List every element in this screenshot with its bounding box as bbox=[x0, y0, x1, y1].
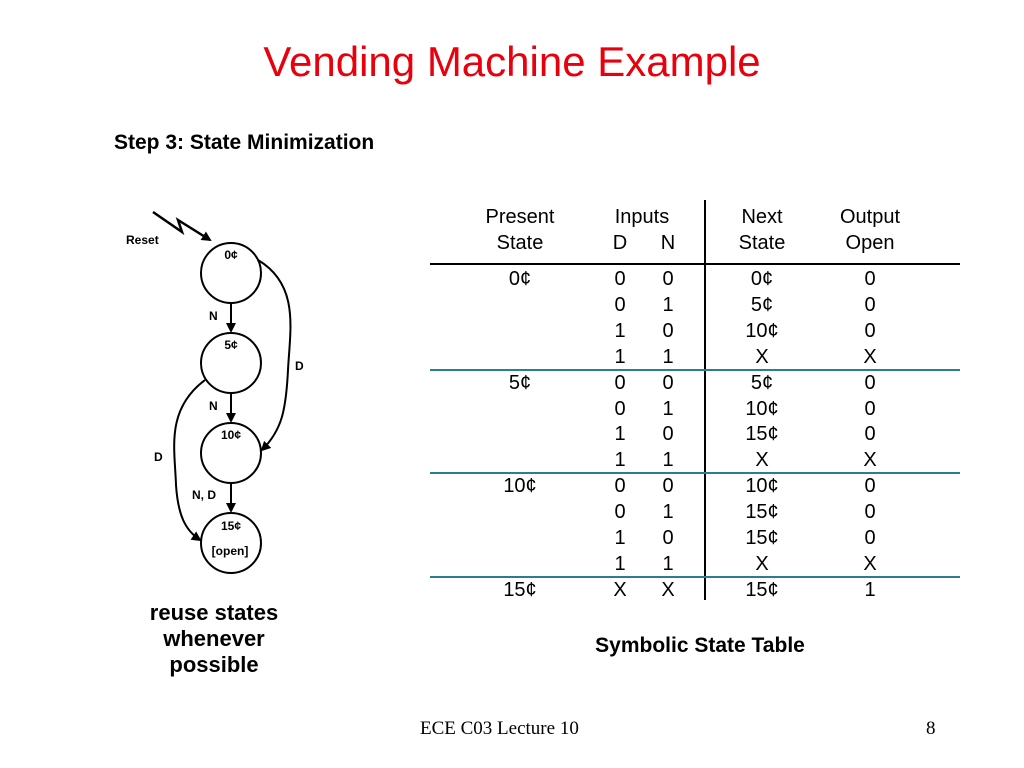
page-number: 8 bbox=[926, 718, 936, 739]
cell-next-state: 15¢ bbox=[745, 423, 779, 446]
cell-input-d: X bbox=[613, 578, 627, 601]
cell-present-state: 0¢ bbox=[508, 268, 532, 290]
note-line: whenever bbox=[163, 626, 265, 651]
cell-next-state: X bbox=[755, 552, 769, 575]
cell-next-state: X bbox=[755, 449, 769, 472]
cell-output-open: 0 bbox=[864, 268, 876, 290]
table-caption: Symbolic State Table bbox=[595, 634, 805, 657]
footer-course: ECE C03 Lecture 10 bbox=[420, 718, 579, 739]
note-line: reuse states bbox=[149, 600, 279, 625]
cell-output-open: X bbox=[863, 552, 877, 575]
cell-input-d: 1 bbox=[614, 345, 626, 368]
cell-output-open: 1 bbox=[864, 578, 876, 601]
cell-output-open: X bbox=[863, 345, 877, 368]
edge-label-n2: N bbox=[209, 399, 218, 413]
reset-arrow bbox=[152, 210, 212, 242]
cell-output-open: X bbox=[863, 449, 877, 472]
edge-0c-10c-d bbox=[257, 259, 292, 452]
header-present-state: State bbox=[496, 232, 544, 254]
cell-next-state: 0¢ bbox=[750, 268, 774, 290]
cell-output-open: 0 bbox=[864, 501, 876, 524]
slide-subtitle: Step 3: State Minimization bbox=[114, 131, 375, 154]
cell-next-state: 5¢ bbox=[750, 371, 774, 394]
group-divider bbox=[430, 575, 960, 578]
cell-next-state: 5¢ bbox=[750, 293, 774, 316]
header-output-open: Open bbox=[845, 232, 895, 254]
cell-input-n: 1 bbox=[662, 345, 674, 368]
cell-input-d: 0 bbox=[614, 293, 626, 316]
cell-input-n: 1 bbox=[662, 552, 674, 575]
cell-input-d: 1 bbox=[614, 552, 626, 575]
state-label-10c: 10¢ bbox=[221, 428, 241, 442]
cell-input-n: 0 bbox=[662, 371, 674, 394]
cell-input-d: 0 bbox=[614, 371, 626, 394]
cell-input-n: 1 bbox=[662, 397, 674, 420]
inputs-outputs-divider bbox=[704, 200, 706, 600]
state-label-15c: 15¢ bbox=[221, 519, 241, 533]
cell-output-open: 0 bbox=[864, 475, 876, 498]
state-output-open: [open] bbox=[212, 544, 249, 558]
header-output: Output bbox=[839, 206, 901, 228]
cell-input-n: 0 bbox=[662, 423, 674, 446]
edge-label-d-right: D bbox=[295, 359, 304, 373]
cell-output-open: 0 bbox=[864, 527, 876, 549]
state-label-0c: 0¢ bbox=[224, 248, 238, 262]
cell-next-state: 10¢ bbox=[745, 319, 779, 342]
reuse-states-note: reuse states whenever possible bbox=[104, 600, 324, 678]
cell-output-open: 0 bbox=[864, 371, 876, 394]
cell-input-d: 0 bbox=[614, 268, 626, 290]
cell-input-n: 0 bbox=[662, 268, 674, 290]
cell-input-d: 0 bbox=[614, 475, 626, 498]
slide-title: Vending Machine Example bbox=[263, 38, 761, 85]
cell-next-state: 15¢ bbox=[745, 527, 779, 549]
cell-input-d: 1 bbox=[614, 423, 626, 446]
header-present: Present bbox=[485, 206, 555, 228]
cell-input-n: 0 bbox=[662, 527, 674, 549]
cell-input-d: 1 bbox=[614, 527, 626, 549]
cell-present-state: 10¢ bbox=[503, 475, 537, 498]
cell-input-n: X bbox=[661, 578, 675, 601]
note-line: possible bbox=[169, 652, 259, 677]
header-next-state: State bbox=[738, 232, 786, 254]
cell-input-d: 1 bbox=[614, 319, 626, 342]
header-next: Next bbox=[741, 206, 783, 228]
state-label-5c: 5¢ bbox=[224, 338, 238, 352]
cell-input-n: 0 bbox=[662, 475, 674, 498]
edge-label-d-left: D bbox=[154, 450, 163, 464]
cell-input-n: 1 bbox=[662, 293, 674, 316]
reset-label: Reset bbox=[126, 233, 159, 247]
cell-input-d: 1 bbox=[614, 449, 626, 472]
header-input-d: D bbox=[612, 232, 628, 254]
state-diagram: Reset 0¢ 5¢ 10¢ 15¢ [open] N N N, D D D bbox=[126, 210, 304, 574]
cell-next-state: 10¢ bbox=[745, 397, 779, 420]
cell-present-state: 15¢ bbox=[503, 578, 537, 601]
cell-output-open: 0 bbox=[864, 319, 876, 342]
cell-next-state: 15¢ bbox=[745, 578, 779, 601]
cell-output-open: 0 bbox=[864, 397, 876, 420]
header-inputs: Inputs bbox=[614, 206, 670, 228]
cell-next-state: 10¢ bbox=[745, 475, 779, 498]
cell-input-d: 0 bbox=[614, 501, 626, 524]
cell-output-open: 0 bbox=[864, 423, 876, 446]
group-divider bbox=[430, 472, 960, 475]
cell-input-n: 1 bbox=[662, 501, 674, 524]
cell-output-open: 0 bbox=[864, 293, 876, 316]
header-input-n: N bbox=[660, 232, 676, 254]
cell-next-state: 15¢ bbox=[745, 501, 779, 524]
cell-input-d: 0 bbox=[614, 397, 626, 420]
cell-next-state: X bbox=[755, 345, 769, 368]
state-node-15c bbox=[200, 512, 262, 574]
cell-input-n: 0 bbox=[662, 319, 674, 342]
edge-label-n1: N bbox=[209, 309, 218, 323]
edge-label-nd: N, D bbox=[192, 488, 216, 502]
cell-present-state: 5¢ bbox=[508, 371, 532, 394]
group-divider bbox=[430, 368, 960, 371]
cell-input-n: 1 bbox=[662, 449, 674, 472]
edge-5c-15c-d bbox=[173, 379, 206, 542]
header-divider bbox=[430, 263, 960, 265]
